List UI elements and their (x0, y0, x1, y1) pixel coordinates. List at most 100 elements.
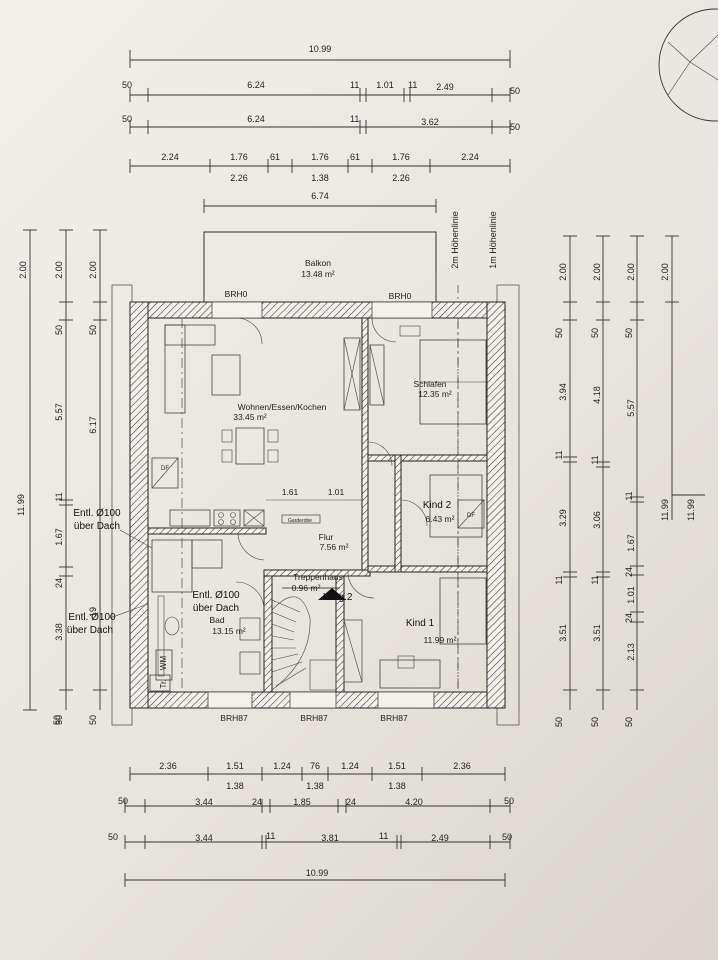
dim-bot3-a: 50 (108, 832, 118, 842)
dim-top4b-c: 2.26 (392, 173, 410, 183)
furniture (109, 317, 487, 692)
dim-top4-g: 2.24 (461, 152, 479, 162)
dim-right2-f: 11 (590, 575, 600, 584)
dim-right3-a: 2.00 (626, 263, 636, 281)
label-df-right: DF (467, 513, 475, 519)
room-balkon-area: 13.48 m² (301, 269, 335, 279)
label-tr: Tr. (159, 679, 168, 688)
dim-top2-b: 6.24 (247, 80, 265, 90)
label-entl3-line2: über Dach (67, 625, 113, 636)
room-bad-name: Bad (209, 615, 224, 625)
dim-top4-c: 61 (270, 152, 280, 162)
label-entl1-line2: über Dach (193, 603, 239, 614)
dim-left3-e: 50 (88, 715, 98, 725)
dim-right2-d: 11 (590, 455, 600, 464)
dim-right3-d: 11 (624, 491, 634, 500)
dim-right3-e: 1.67 (626, 534, 636, 552)
dim-bot3-c: 11 (266, 831, 275, 841)
label-df-left: DF (161, 466, 169, 472)
dim-bot2-e: 24 (346, 797, 356, 807)
dim-top4b-a: 2.26 (230, 173, 248, 183)
dim-bot3-f: 2.49 (431, 833, 449, 843)
dim-right1-a: 2.00 (558, 263, 568, 281)
dim-bot1-b: 1.51 (226, 761, 244, 771)
dim-bot1-c: 1.24 (273, 761, 291, 771)
dim-top2-g: 50 (510, 86, 520, 96)
dim-bot2-d: 1.85 (293, 797, 311, 807)
dim-top4-f: 1.76 (392, 152, 410, 162)
dim-bot2-a: 50 (118, 796, 128, 806)
bottom-dimension-chains: 2.36 1.51 1.24 76 1.24 1.51 2.36 1.38 1.… (108, 761, 514, 887)
dim-top2-d: 1.01 (376, 80, 394, 90)
dim-left1-a: 2.00 (18, 261, 28, 279)
dim-bot1-d: 76 (310, 761, 320, 771)
dim-right1-g: 3.51 (558, 624, 568, 642)
dim-top-overall: 10.99 (309, 44, 332, 54)
dim-right2-g: 3.51 (592, 624, 602, 642)
dim-top2-f: 2.49 (436, 82, 454, 92)
dim-top3-c: 11 (350, 114, 359, 124)
dim-bot1b-c: 1.38 (388, 781, 406, 791)
dim-top3-e: 50 (510, 122, 520, 132)
dim-bot3-g: 50 (502, 832, 512, 842)
dim-right2-b: 50 (590, 328, 600, 338)
dim-top4-b: 1.76 (230, 152, 248, 162)
dim-top2-e: 11 (408, 80, 417, 90)
dim-left2-h: 50 (54, 715, 64, 725)
dim-top2-c: 11 (350, 80, 359, 90)
room-wohnen-name: Wohnen/Essen/Kochen (238, 402, 327, 412)
dim-top4b-b: 1.38 (311, 173, 329, 183)
dim-right1-c: 3.94 (558, 383, 568, 401)
label-brh0-right: BRH0 (389, 291, 412, 301)
right-dimension-chains: 2.00 50 3.94 11 3.29 11 3.51 50 2.00 50 … (450, 211, 705, 727)
dim-bot1-a: 2.36 (159, 761, 177, 771)
room-balkon-name: Balkon (305, 258, 331, 268)
room-schlafen-name: Schlafen (413, 379, 446, 389)
dim-left2-b: 50 (54, 325, 64, 335)
label-brh87-2: BRH87 (300, 713, 328, 723)
dim-right1-b: 50 (554, 328, 564, 338)
dim-right1-e: 3.29 (558, 509, 568, 527)
dim-bot1b-a: 1.38 (226, 781, 244, 791)
dim-right1-d: 11 (554, 450, 564, 459)
dim-bot3-e: 11 (379, 831, 388, 841)
dim-left3-c: 6.17 (88, 416, 98, 434)
dim-right3-g: 1.01 (626, 586, 636, 604)
dim-left2-d: 11 (54, 492, 64, 501)
dim-right2-a: 2.00 (592, 263, 602, 281)
dim-bot2-f: 4.20 (405, 797, 423, 807)
dim-bot1b-b: 1.38 (306, 781, 324, 791)
dim-left2-g: 3.38 (54, 623, 64, 641)
dim-bot3-b: 3.44 (195, 833, 213, 843)
dim-bot2-b: 3.44 (195, 797, 213, 807)
dim-left2-a: 2.00 (54, 261, 64, 279)
room-kind1-area: 11.99 m² (424, 635, 457, 645)
dim-left1-c: 50 (52, 715, 62, 725)
room-treppenhaus-area: 0.96 m² (292, 583, 321, 593)
label-inner-161: 1.61 (282, 487, 299, 497)
dim-top3-b: 6.24 (247, 114, 265, 124)
dim-right4-b: 11.99 (660, 499, 670, 521)
label-garderobe: Garderobe (288, 518, 312, 524)
room-kind1-name: Kind 1 (406, 618, 435, 629)
dim-left2-f: 24 (54, 578, 64, 588)
dim-top4-d: 1.76 (311, 152, 329, 162)
label-brh87-1: BRH87 (220, 713, 248, 723)
dim-left3-b: 50 (88, 325, 98, 335)
dim-right2-h: 50 (590, 717, 600, 727)
room-schlafen-area: 12.35 m² (418, 389, 452, 399)
dim-bot-overall: 10.99 (306, 868, 329, 878)
dim-top4-a: 2.24 (161, 152, 179, 162)
dim-right3-f: 24 (624, 567, 634, 577)
room-flur-name: Flur (319, 532, 334, 542)
dim-left2-c: 5.57 (54, 403, 64, 421)
room-wohnen-area: 33.45 m² (233, 412, 267, 422)
dim-right4-c: 11.99 (686, 499, 696, 521)
dim-top3-a: 50 (122, 114, 132, 124)
dim-left3-a: 2.00 (88, 261, 98, 279)
top-dimension-chains: 10.99 50 6.24 11 1.01 11 2.49 50 50 6.24… (122, 44, 520, 213)
dim-bot1-e: 1.24 (341, 761, 359, 771)
label-entl1-line1: Entl. Ø100 (192, 590, 240, 601)
room-treppenhaus-name: Treppenhaus (293, 572, 343, 582)
